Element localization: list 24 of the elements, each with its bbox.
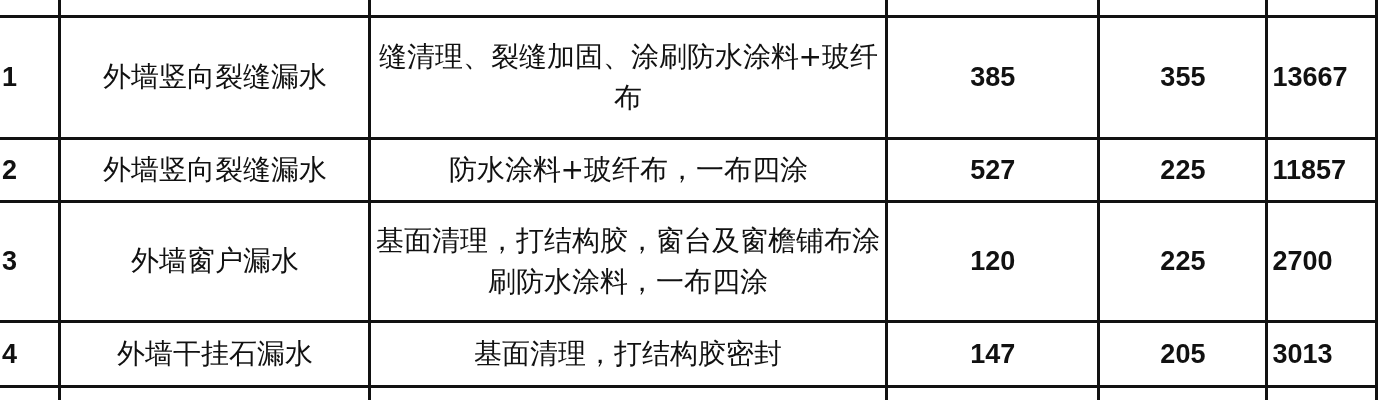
repair-method: 缝清理、裂缝加固、涂刷防水涂料+玻纤布	[378, 39, 879, 114]
repair-method: 基面清理，打结构胶，窗台及窗檐铺布涂刷防水涂料，一布四涂	[376, 223, 881, 298]
quantity-value: 120	[970, 246, 1016, 276]
repair-method: 防水涂料+玻纤布，一布四涂	[448, 152, 809, 186]
unit-price-value: 225	[1160, 154, 1206, 185]
leak-location: 外墙干挂石漏水	[116, 336, 313, 370]
row-number: 1	[2, 62, 18, 92]
quantity-value: 147	[970, 338, 1016, 369]
leak-location: 外墙窗户漏水	[130, 244, 299, 278]
row-number: 2	[2, 154, 18, 185]
quantity-value: 527	[970, 154, 1016, 185]
total-value: 3013	[1272, 338, 1333, 369]
total-value: 11857	[1272, 154, 1346, 185]
unit-price-value: 355	[1160, 62, 1206, 92]
row-number: 3	[2, 246, 18, 276]
row-number: 4	[2, 338, 18, 369]
leak-location: 外墙竖向裂缝漏水	[102, 152, 327, 186]
repair-method: 基面清理，打结构胶密封	[474, 336, 783, 370]
unit-price-value: 225	[1160, 246, 1206, 276]
quantity-value: 385	[970, 62, 1016, 92]
total-value: 13667	[1272, 62, 1348, 92]
total-value: 2700	[1272, 246, 1333, 276]
leak-location: 外墙竖向裂缝漏水	[102, 60, 327, 94]
unit-price-value: 205	[1160, 338, 1206, 369]
